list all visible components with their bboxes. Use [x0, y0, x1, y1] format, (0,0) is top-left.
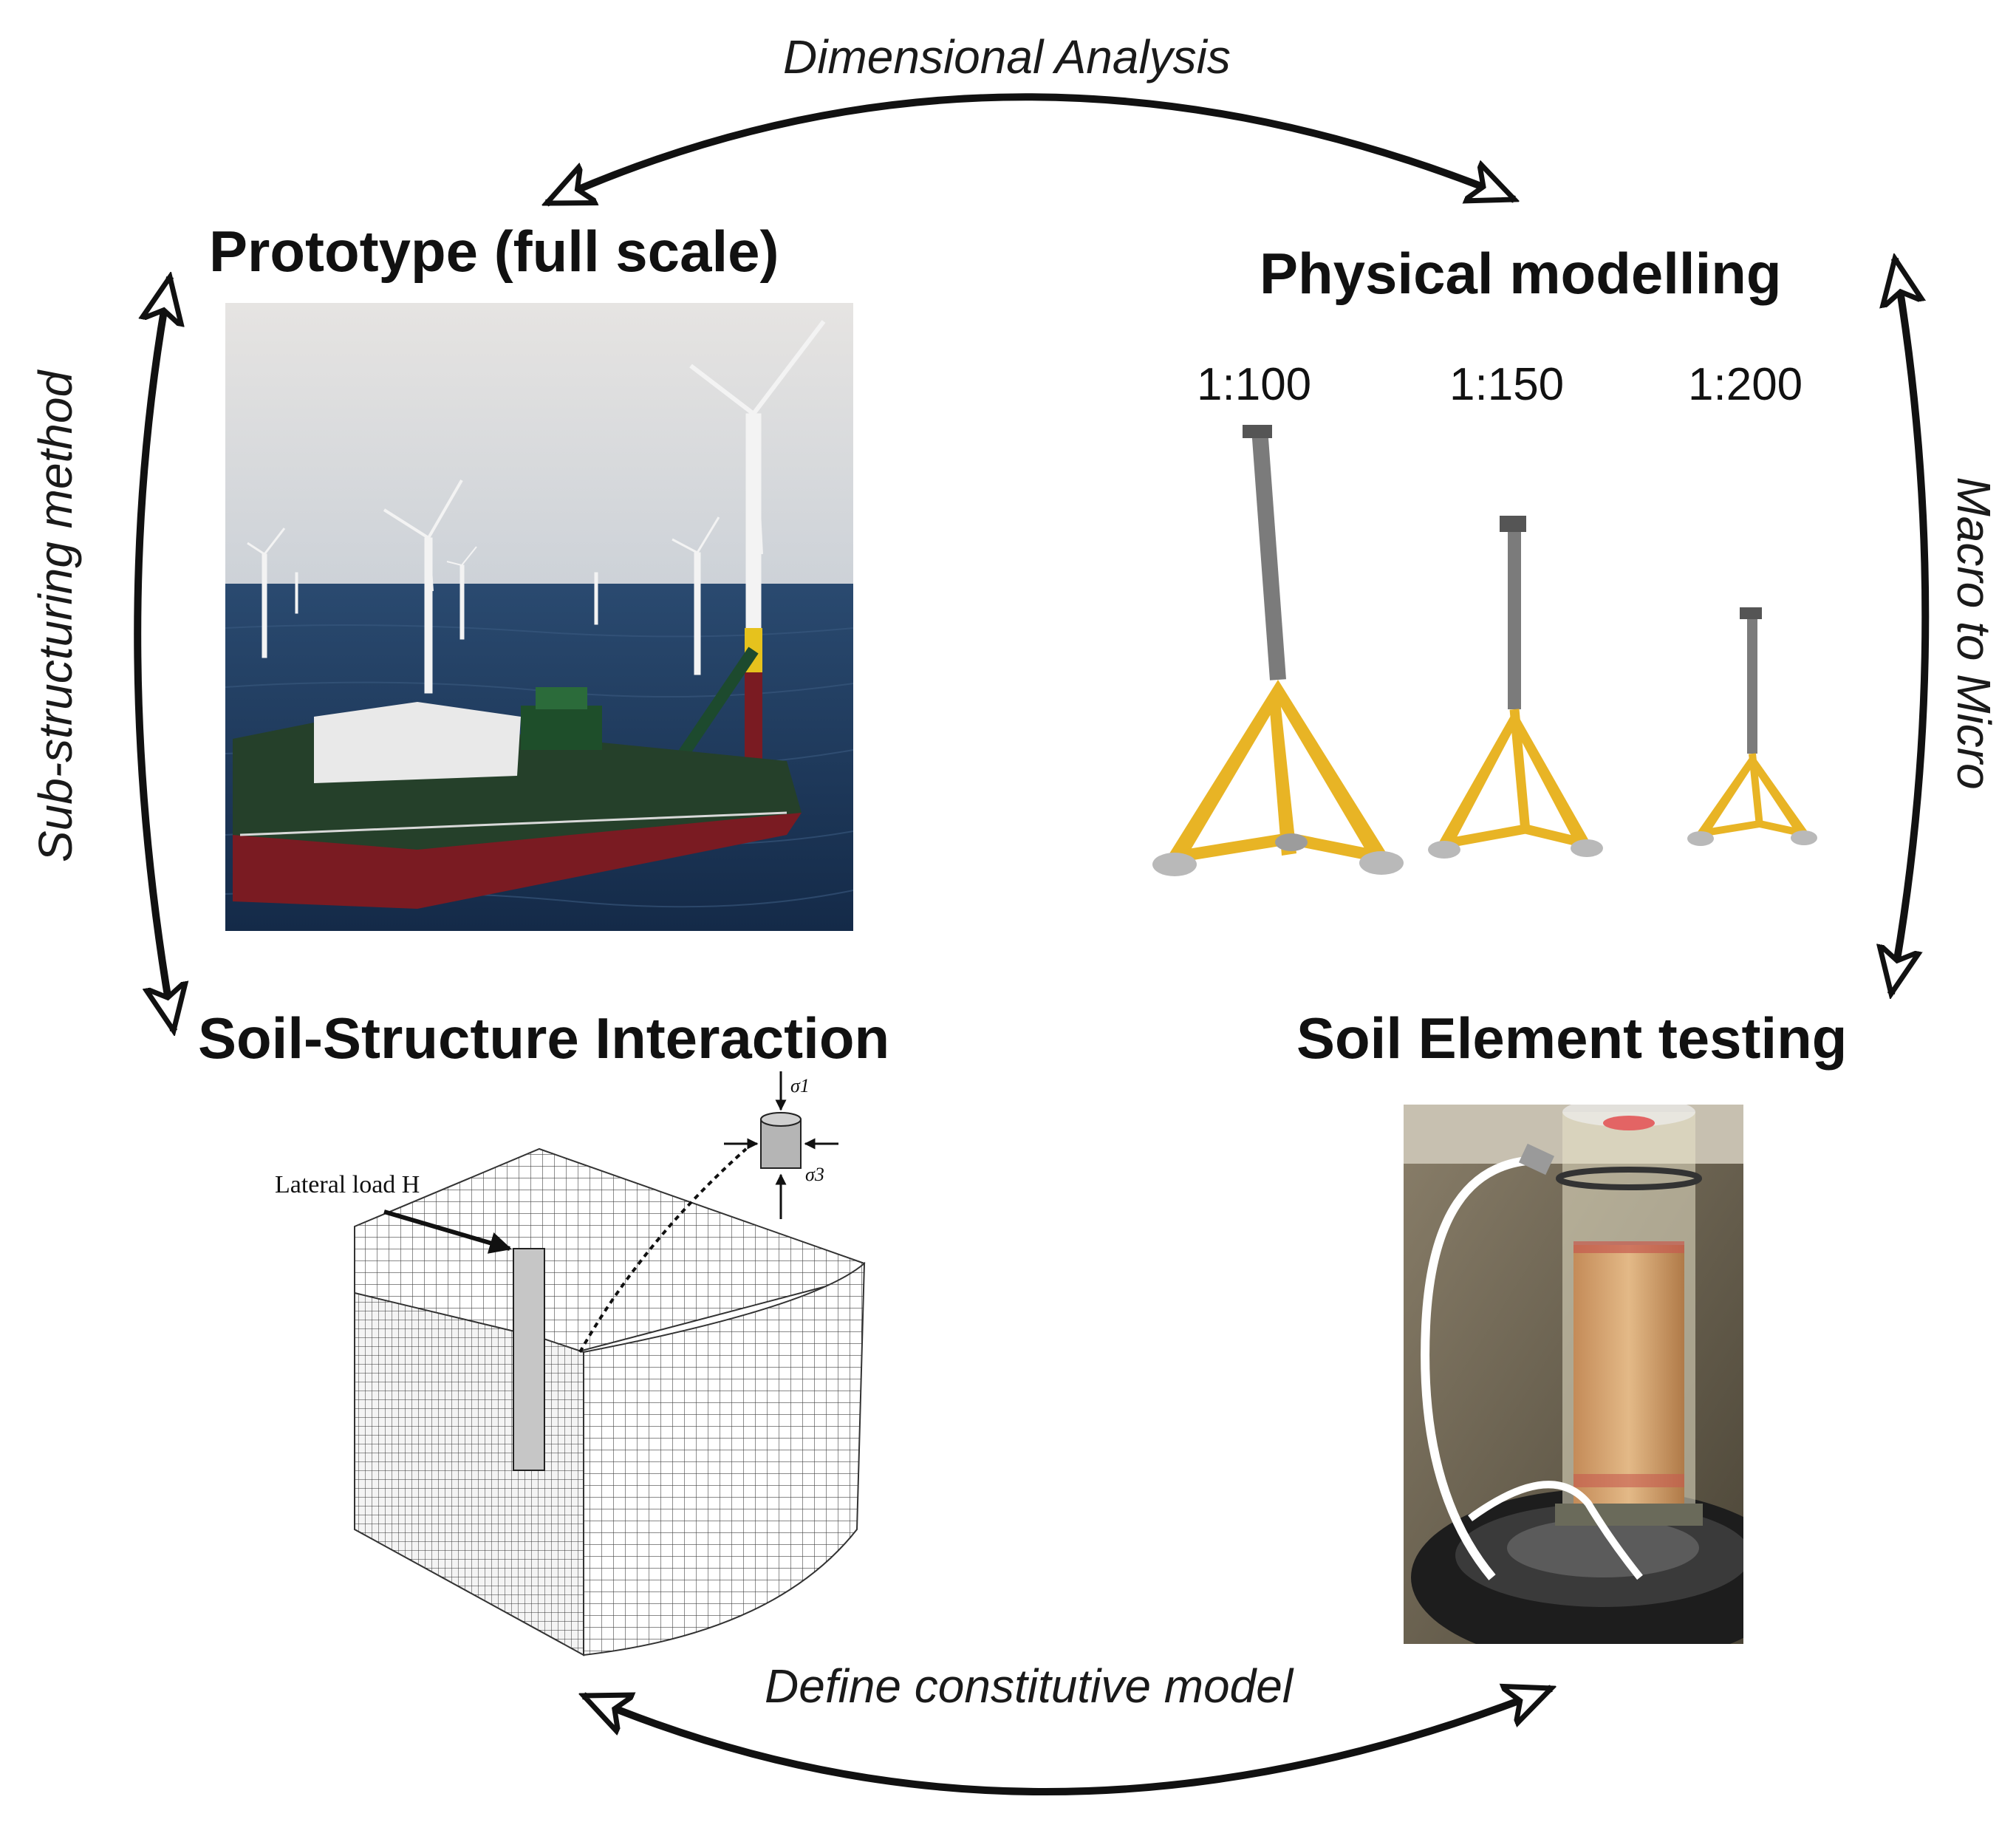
- physical-modelling-title: Physical modelling: [1260, 241, 1782, 306]
- ssi-title: Soil-Structure Interaction: [198, 1006, 890, 1071]
- tripod-1to100: [1152, 425, 1404, 876]
- scale-label-3: 1:200: [1688, 359, 1803, 410]
- scale-label-1: 1:100: [1197, 359, 1312, 410]
- substructuring-method-label: Sub-structuring method: [29, 370, 82, 862]
- element-testing-title: Soil Element testing: [1296, 1006, 1848, 1071]
- top-arrow: [547, 93, 1514, 207]
- scaled-tripod-models: [1152, 425, 1817, 876]
- scale-label-2: 1:150: [1449, 359, 1565, 410]
- bottom-arrow: [584, 1688, 1551, 1795]
- constitutive-model-label: Define constitutive model: [765, 1659, 1294, 1713]
- prototype-title: Prototype (full scale): [209, 219, 779, 284]
- sigma3-label: σ3: [805, 1164, 824, 1185]
- macro-to-micro-label: Macro to Micro: [1947, 477, 2000, 790]
- triaxial-sample-photo: [1404, 1105, 1743, 1644]
- dimensional-analysis-label: Dimensional Analysis: [783, 30, 1231, 83]
- tripod-1to150: [1428, 516, 1603, 859]
- lateral-load-label: Lateral load H: [275, 1171, 420, 1198]
- finite-element-mesh: [354, 1071, 866, 1656]
- offshore-wind-farm-photo: [225, 303, 853, 931]
- right-arrow: [1891, 259, 1930, 994]
- sigma1-label: σ1: [790, 1075, 810, 1096]
- tripod-1to200: [1687, 607, 1817, 846]
- left-arrow: [134, 277, 174, 1031]
